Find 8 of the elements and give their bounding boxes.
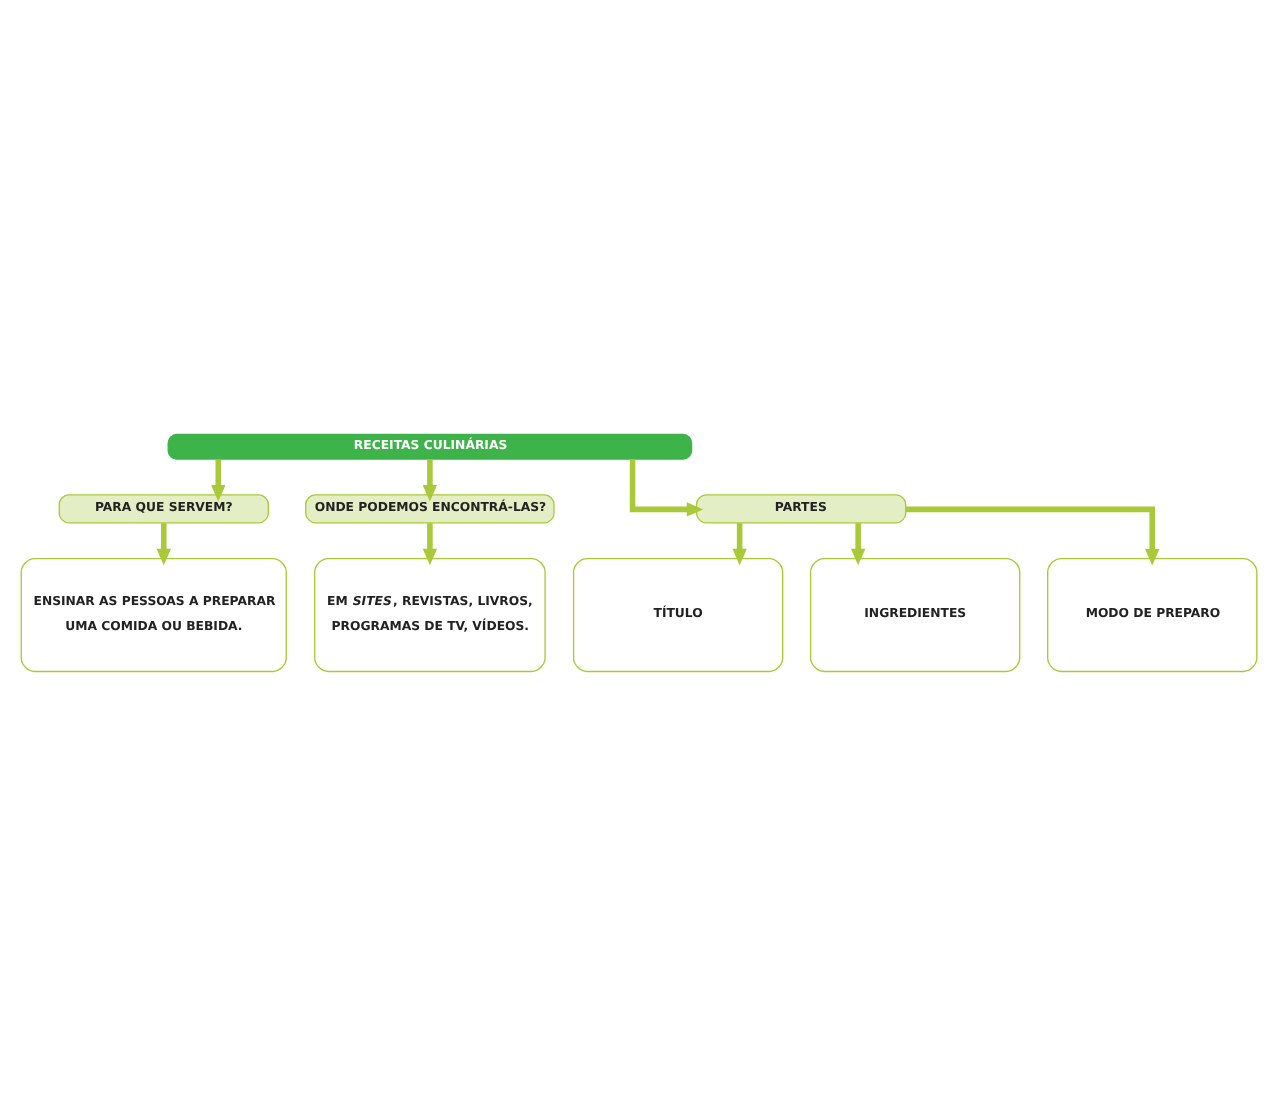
arrow: [732, 523, 747, 566]
arrow: [850, 523, 866, 566]
arrow: [906, 506, 1160, 566]
arrow: [629, 459, 704, 517]
arrow: [422, 459, 438, 502]
arrow: [422, 523, 438, 566]
arrow: [211, 459, 226, 502]
arrow: [156, 523, 171, 566]
